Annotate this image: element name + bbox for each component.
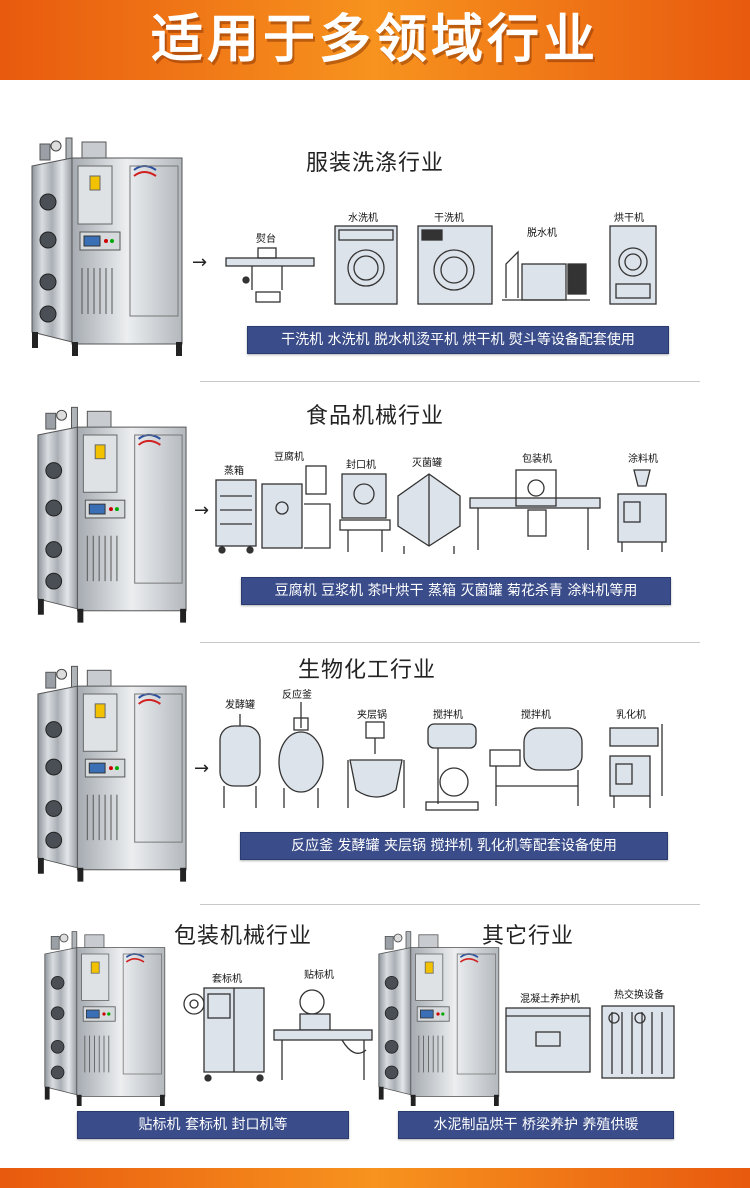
machine-label: 涂料机 bbox=[628, 454, 658, 465]
machine-label: 热交换设备 bbox=[614, 990, 664, 1001]
section-caption-packaging: 贴标机 套标机 封口机等 bbox=[77, 1111, 349, 1139]
labeling-sleeve-machine-icon bbox=[183, 987, 265, 1082]
horizontal-mixer-icon bbox=[489, 727, 583, 806]
tumble-dryer-icon bbox=[609, 225, 657, 305]
dry-cleaner-icon bbox=[417, 225, 493, 305]
header-banner: 适用于多领域行业 bbox=[0, 0, 750, 80]
section-caption-biochem: 反应釜 发酵罐 夹层锅 搅拌机 乳化机等配套设备使用 bbox=[240, 832, 668, 860]
machine-label: 熨台 bbox=[256, 234, 276, 245]
tofu-machine-icon bbox=[261, 465, 331, 549]
mixer-icon bbox=[425, 723, 479, 811]
packaging-machine-icon bbox=[469, 469, 601, 550]
machine-label: 搅拌机 bbox=[433, 710, 463, 721]
section-title-food: 食品机械行业 bbox=[306, 404, 445, 429]
ironing-table-icon bbox=[225, 247, 315, 303]
labeler-icon bbox=[273, 989, 373, 1080]
section-title-garment: 服装洗涤行业 bbox=[306, 151, 445, 176]
machine-label: 贴标机 bbox=[304, 970, 334, 981]
section-caption-garment: 干洗机 水洗机 脱水机烫平机 烘干机 熨斗等设备配套使用 bbox=[247, 326, 669, 354]
section-caption-other: 水泥制品烘干 桥梁养护 养殖供暖 bbox=[398, 1111, 674, 1139]
heat-exchanger-icon bbox=[601, 1005, 675, 1079]
arrow-icon: → bbox=[194, 500, 210, 521]
arrow-icon: → bbox=[192, 252, 208, 273]
section-title-other: 其它行业 bbox=[482, 924, 575, 949]
section-caption-food: 豆腐机 豆浆机 茶叶烘干 蒸箱 灭菌罐 菊花杀青 涂料机等用 bbox=[241, 577, 671, 605]
sealing-machine-icon bbox=[339, 473, 391, 552]
concrete-curing-machine-icon bbox=[505, 1007, 591, 1073]
footer-bar bbox=[0, 1168, 750, 1188]
section-divider bbox=[200, 904, 700, 905]
section-title-biochem: 生物化工行业 bbox=[298, 658, 437, 683]
machine-label: 脱水机 bbox=[527, 228, 557, 239]
machine-label: 封口机 bbox=[346, 460, 376, 471]
machine-label: 发酵罐 bbox=[225, 700, 255, 711]
section-divider bbox=[200, 642, 700, 643]
sterilizer-tank-icon bbox=[397, 473, 461, 554]
arrow-icon: → bbox=[194, 758, 210, 779]
steam-boiler-image bbox=[36, 665, 188, 883]
section-title-packaging: 包装机械行业 bbox=[174, 924, 313, 949]
spin-dryer-icon bbox=[502, 250, 590, 301]
steam-boiler-image bbox=[43, 930, 166, 1106]
fermenter-icon bbox=[219, 714, 261, 808]
machine-label: 乳化机 bbox=[616, 710, 646, 721]
washer-icon bbox=[334, 225, 398, 305]
machine-label: 混凝土养护机 bbox=[520, 994, 580, 1005]
emulsifier-icon bbox=[609, 724, 663, 808]
jacketed-kettle-icon bbox=[347, 721, 405, 808]
machine-label: 豆腐机 bbox=[274, 452, 304, 463]
reactor-icon bbox=[278, 702, 324, 808]
steam-boiler-image bbox=[377, 930, 500, 1106]
steamer-icon bbox=[215, 479, 257, 554]
machine-label: 干洗机 bbox=[434, 213, 464, 224]
steam-boiler-image bbox=[30, 136, 184, 358]
steam-boiler-image bbox=[36, 406, 188, 624]
coating-machine-icon bbox=[617, 469, 667, 552]
machine-label: 烘干机 bbox=[614, 213, 644, 224]
machine-label: 夹层锅 bbox=[357, 710, 387, 721]
machine-label: 灭菌罐 bbox=[412, 458, 442, 469]
machine-label: 包装机 bbox=[522, 454, 552, 465]
machine-label: 搅拌机 bbox=[521, 710, 551, 721]
machine-label: 蒸箱 bbox=[224, 466, 244, 477]
machine-label: 反应釜 bbox=[282, 690, 312, 701]
banner-title: 适用于多领域行业 bbox=[150, 10, 599, 70]
section-divider bbox=[200, 381, 700, 382]
machine-label: 套标机 bbox=[212, 974, 242, 985]
machine-label: 水洗机 bbox=[348, 213, 378, 224]
